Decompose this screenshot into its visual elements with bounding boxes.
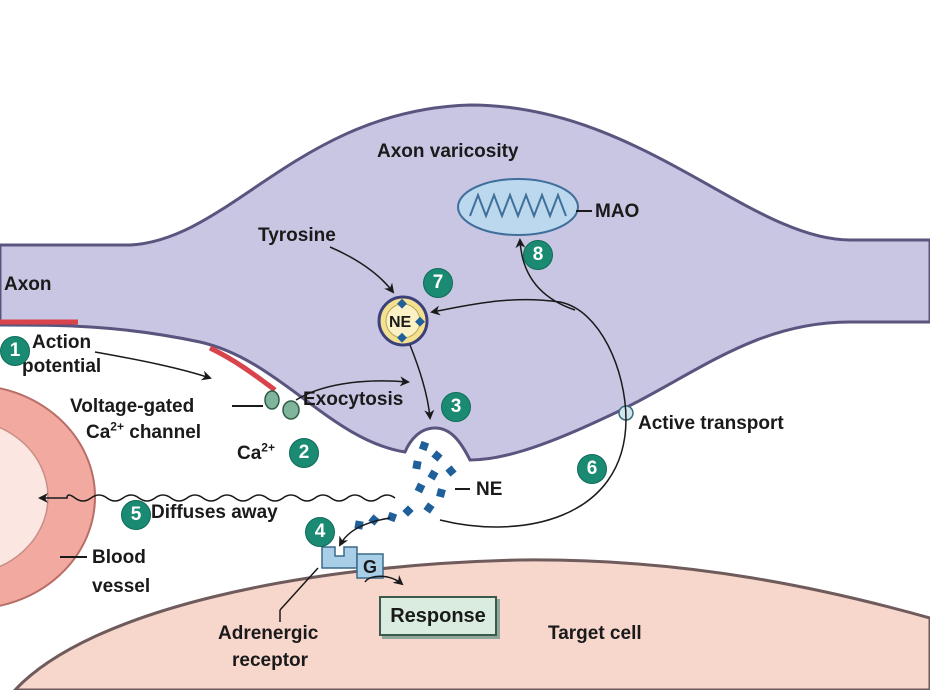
- blood-vessel: [0, 387, 96, 607]
- arrow-exocytosis-vesicle: [409, 344, 435, 420]
- label-calcium: Ca2+: [237, 440, 275, 465]
- label-blood-vessel-line2: vessel: [92, 576, 151, 597]
- label-tyrosine: Tyrosine: [258, 225, 336, 246]
- arrow-tyrosine: [329, 246, 395, 294]
- label-ca-base: Ca: [86, 422, 111, 443]
- label-g-protein: G: [363, 557, 378, 577]
- arrow-action-potential: [94, 351, 212, 381]
- ne-molecules: [354, 440, 457, 530]
- ne-vesicle: [377, 295, 429, 347]
- diffusion-arrow: [38, 493, 396, 503]
- mitochondrion: [457, 178, 592, 236]
- label-axon-varicosity: Axon varicosity: [377, 141, 519, 162]
- arrow-to-response: [364, 575, 404, 586]
- arrow-to-receptor: [339, 517, 391, 547]
- step-4-badge: 4: [305, 517, 335, 547]
- arrow-calcium: [295, 376, 410, 401]
- step-6-badge: 6: [577, 454, 607, 484]
- step-8-badge: 8: [523, 240, 553, 270]
- arrow-to-mao: [515, 238, 576, 311]
- action-potential-segment: [208, 345, 277, 393]
- step-1-badge: 1: [0, 336, 30, 366]
- ca-channel: [264, 390, 280, 410]
- label-ne-vesicle: NE: [389, 314, 412, 331]
- label-active-transport: Active transport: [638, 413, 784, 434]
- label-adrenergic-line1: Adrenergic: [218, 623, 319, 644]
- step-2-badge: 2: [289, 438, 319, 468]
- label-exocytosis: Exocytosis: [303, 389, 404, 410]
- label-calcium-base: Ca: [237, 443, 262, 464]
- label-voltage-gated-line2: Ca2+ channel: [86, 419, 202, 444]
- label-target-cell: Target cell: [548, 623, 642, 644]
- label-blood-vessel-line1: Blood: [92, 547, 146, 568]
- step-5-badge: 5: [121, 500, 151, 530]
- label-ne-cleft: NE: [476, 479, 503, 500]
- arrow-reuptake: [430, 298, 627, 528]
- response-box: Response: [379, 596, 497, 636]
- ca-ion: [282, 400, 300, 420]
- label-action-potential-line2: potential: [22, 356, 102, 377]
- step-3-badge: 3: [441, 392, 471, 422]
- label-axon: Axon: [4, 274, 52, 295]
- label-voltage-gated-line1: Voltage-gated: [70, 396, 195, 417]
- label-ca-sup: 2+: [110, 419, 124, 434]
- label-channel-text: channel: [123, 422, 202, 443]
- label-action-potential-line1: Action: [32, 332, 92, 353]
- label-adrenergic-line2: receptor: [232, 650, 309, 671]
- label-diffuses-away: Diffuses away: [151, 502, 278, 523]
- adrenergic-receptor: [279, 546, 358, 622]
- step-7-badge: 7: [423, 268, 453, 298]
- label-calcium-sup: 2+: [261, 440, 275, 455]
- axon-varicosity: [0, 103, 930, 462]
- label-mao: MAO: [595, 201, 640, 222]
